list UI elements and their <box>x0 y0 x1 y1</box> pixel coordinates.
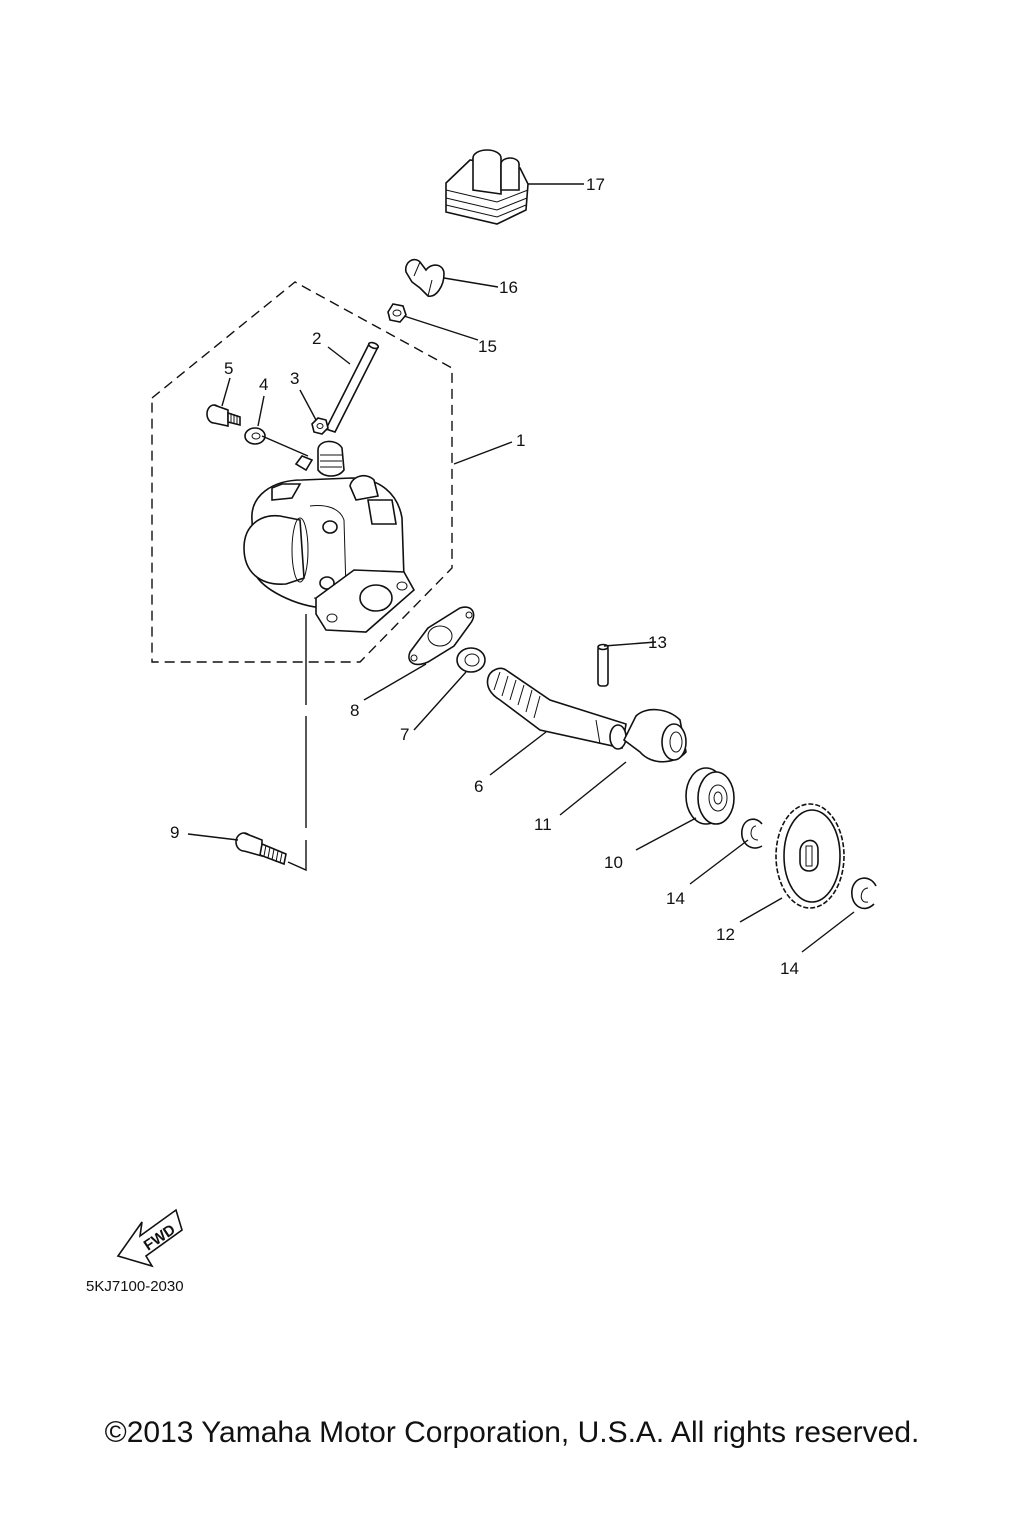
callout-6: 6 <box>474 777 483 796</box>
part-15-nut <box>387 303 407 323</box>
copyright-notice: ©2013 Yamaha Motor Corporation, U.S.A. A… <box>104 1416 920 1449</box>
part-9-bolt <box>235 832 287 866</box>
part-12-gear <box>775 803 845 909</box>
part-11-collar <box>622 708 687 763</box>
callout-15: 15 <box>478 337 497 356</box>
callout-1: 1 <box>516 431 525 450</box>
part-8-gasket <box>408 606 475 666</box>
callout-2: 2 <box>312 329 321 348</box>
callout-14b: 14 <box>780 959 799 978</box>
callout-12: 12 <box>716 925 735 944</box>
callout-9: 9 <box>170 823 179 842</box>
callout-7: 7 <box>400 725 409 744</box>
part-1-pump-body <box>243 440 416 633</box>
callout-17: 17 <box>586 175 605 194</box>
part-5-screw <box>206 404 241 427</box>
callout-11: 11 <box>534 815 552 834</box>
leader-lines <box>187 183 855 953</box>
part-4-washer <box>244 427 266 445</box>
callout-3: 3 <box>290 369 299 388</box>
assembly-outline <box>151 281 453 663</box>
callout-13: 13 <box>648 633 667 652</box>
fwd-arrow-icon: FWD <box>116 1208 183 1268</box>
diagram-code: 5KJ7100-2030 <box>86 1278 184 1295</box>
callout-16: 16 <box>499 278 518 297</box>
part-13-pin <box>597 643 609 687</box>
part-7-seal <box>456 647 486 673</box>
callout-5: 5 <box>224 359 233 378</box>
callout-14a: 14 <box>666 889 685 908</box>
part-17-cap <box>445 149 529 225</box>
part-6-shaft <box>486 667 627 750</box>
part-10-bearing <box>685 767 735 825</box>
callout-4: 4 <box>259 375 268 394</box>
part-14-circlip-b <box>851 877 877 910</box>
part-14-circlip-a <box>741 818 763 849</box>
part-16-clip <box>404 258 445 297</box>
part-2-rod <box>324 341 380 433</box>
callout-8: 8 <box>350 701 359 720</box>
part-3-nut <box>311 417 329 435</box>
callout-10: 10 <box>604 853 623 872</box>
